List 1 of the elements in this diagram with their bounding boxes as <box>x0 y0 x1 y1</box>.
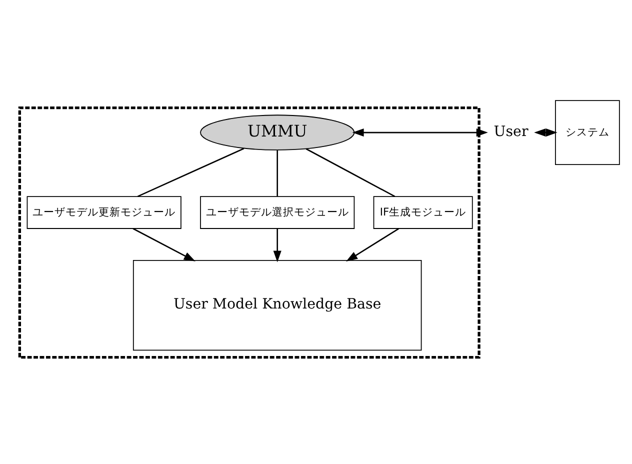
node-text: User <box>494 123 528 140</box>
